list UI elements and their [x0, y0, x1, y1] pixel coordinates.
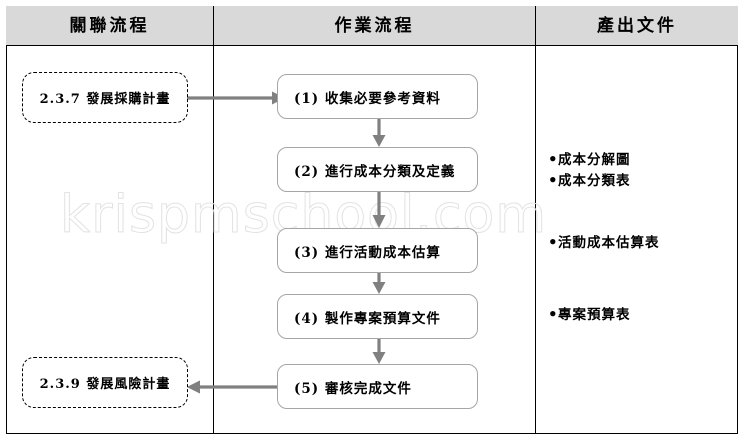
arrow-step3-to-step4 [369, 273, 389, 296]
process-step-4[interactable]: (4) 製作專案預算文件 [277, 294, 478, 339]
output-document-label: 活動成本估算表 [558, 235, 660, 251]
column-header-output-document: 產出文件 [597, 16, 677, 36]
output-document-label: 成本分類表 [558, 173, 631, 189]
process-step-2[interactable]: (2) 進行成本分類及定義 [277, 147, 478, 192]
output-document-item: •成本分類表 [548, 169, 631, 190]
process-step-label: (1) 收集必要參考資料 [294, 90, 441, 107]
process-step-label: (4) 製作專案預算文件 [294, 310, 441, 327]
arrow-step4-to-step5 [369, 339, 389, 366]
related-process-box-239[interactable]: 2.3.9 發展風險計畫 [22, 357, 188, 408]
related-process-label: 2.3.9 發展風險計畫 [39, 377, 171, 392]
output-document-item: •活動成本估算表 [548, 231, 660, 252]
column-divider-1 [213, 6, 214, 434]
output-document-label: 成本分解圖 [558, 152, 631, 168]
output-document-item: •成本分解圖 [548, 148, 631, 169]
arrow-step1-to-step2 [369, 118, 389, 149]
related-process-box-237[interactable]: 2.3.7 發展採購計畫 [22, 72, 188, 123]
bullet-icon: • [548, 305, 559, 323]
bullet-icon: • [548, 233, 559, 251]
related-process-label: 2.3.7 發展採購計畫 [39, 92, 171, 107]
process-step-3[interactable]: (3) 進行活動成本估算 [277, 228, 478, 273]
process-step-5[interactable]: (5) 審核完成文件 [277, 364, 478, 409]
process-step-label: (3) 進行活動成本估算 [294, 244, 441, 261]
bullet-icon: • [548, 150, 559, 168]
table-header-row [6, 6, 738, 46]
bullet-icon: • [548, 171, 559, 189]
arrow-ref1-to-step1 [186, 88, 288, 108]
process-step-label: (2) 進行成本分類及定義 [294, 163, 456, 180]
column-header-work-process: 作業流程 [334, 16, 415, 36]
arrow-step2-to-step3 [369, 192, 389, 230]
output-document-label: 專案預算表 [558, 307, 631, 323]
output-document-item: •專案預算表 [548, 303, 631, 324]
column-divider-2 [535, 6, 536, 434]
process-step-label: (5) 審核完成文件 [294, 380, 412, 397]
process-step-1[interactable]: (1) 收集必要參考資料 [277, 74, 478, 119]
arrow-step5-to-ref2 [186, 377, 279, 397]
column-header-related-process: 關聯流程 [69, 16, 150, 36]
